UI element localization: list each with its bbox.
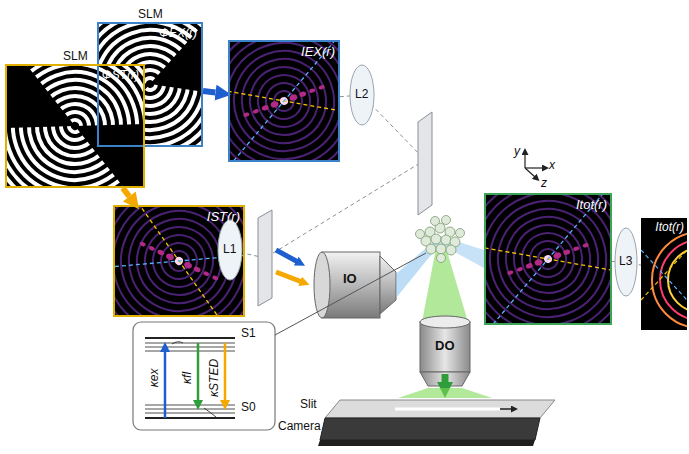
node-text: S1 (241, 327, 256, 341)
node-text: κfl (181, 372, 195, 384)
axis-label: x (549, 159, 555, 173)
intensity-panel: Itot(r) (641, 218, 687, 330)
axis-label: z (541, 177, 547, 191)
jablonski-inset (133, 322, 275, 430)
beam-arrow (276, 250, 302, 282)
leader-line (275, 253, 426, 335)
intensity-panel: IST(r) (113, 205, 245, 317)
lens-label: L1 (223, 243, 236, 257)
node-text: DO (435, 339, 455, 354)
emission-arrow (442, 374, 449, 384)
axes (525, 154, 543, 177)
panel-heading: SLM (63, 50, 88, 64)
intensity-panel: Itot(r) (484, 193, 612, 325)
panel-heading: SLM (138, 8, 163, 22)
lens-label: L3 (619, 255, 632, 269)
beam-connector (203, 91, 216, 93)
axis-label: y (514, 145, 520, 159)
illumination-objective (314, 252, 396, 318)
node-text: IST(r) (207, 210, 240, 225)
emission-cone (422, 248, 468, 322)
node-text: Itot(r) (655, 221, 684, 235)
intensity-panel: IEX(r) (228, 40, 340, 162)
node-text: κSTED (208, 359, 222, 397)
node-text: IEX(r) (301, 45, 335, 60)
node-text: ΦST(r) (102, 69, 139, 83)
energy-inset: S1S0 κex κfl κSTED (133, 322, 275, 430)
intensity-pattern (169, 0, 400, 216)
intensity-pattern (641, 218, 689, 330)
part-label: Slit (300, 398, 317, 412)
slm-panel: SLMΦST(r) (5, 64, 145, 188)
slm-panel: SLMΦEX(r) (97, 22, 203, 147)
node-text: κex (148, 369, 162, 388)
node-text: Itot(r) (576, 198, 607, 213)
slit-camera (318, 400, 555, 446)
node-text: IO (343, 272, 357, 287)
beam-connector (123, 188, 130, 197)
objective-body: IO (324, 266, 376, 292)
emission-cone (398, 388, 492, 398)
detection-objective (420, 316, 470, 386)
part-label: Camera (278, 420, 321, 434)
sample-beads (416, 216, 465, 263)
objective-body: DO (422, 332, 468, 360)
lens-label: L2 (355, 88, 368, 102)
node-text: S0 (241, 401, 256, 415)
node-text: ΦEX(r) (159, 27, 197, 41)
lens (218, 65, 637, 296)
